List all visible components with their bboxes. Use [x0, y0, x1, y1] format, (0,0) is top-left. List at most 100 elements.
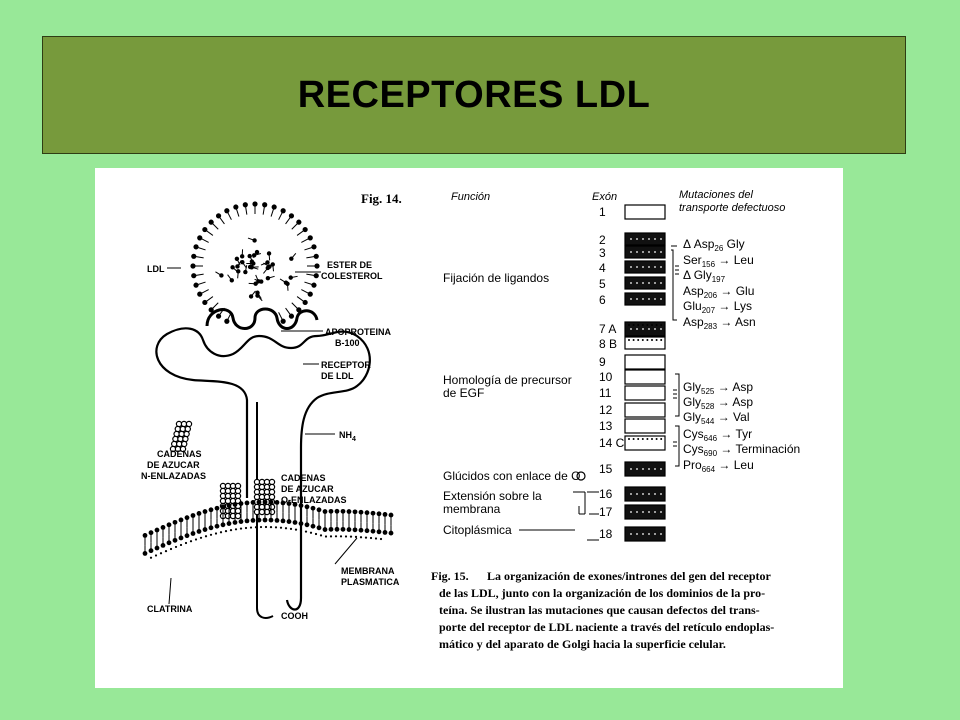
label-ester-1: ESTER DE — [327, 260, 372, 270]
mutation-entry: Cys646 → Tyr — [683, 427, 752, 443]
ester-molecule — [239, 254, 245, 259]
exon-number: 7 A — [599, 322, 616, 336]
sugar-unit — [234, 512, 242, 520]
exon-number: 8 B — [599, 337, 617, 351]
mutation-entry: Asp206 → Glu — [683, 284, 754, 300]
exon-box — [624, 486, 666, 502]
ldl-receptor-outline — [155, 327, 371, 611]
fn-homologia-2: de EGF — [443, 386, 484, 400]
receptor-inner-stem — [256, 402, 274, 619]
ldl-particle — [190, 201, 320, 324]
ester-molecule — [243, 269, 248, 275]
label-membrana-2: PLASMATICA — [341, 577, 400, 587]
header-mutaciones-2: transporte defectuoso — [679, 202, 785, 214]
sugar-unit — [185, 420, 193, 428]
fig15-caption-label: Fig. 15. — [431, 569, 469, 583]
exon-number: 16 — [599, 487, 613, 501]
exon-number: 9 — [599, 355, 606, 369]
label-apoprotein-1: APOPROTEINA — [325, 327, 392, 337]
exon-number: 1 — [599, 205, 606, 219]
header-funcion: Función — [451, 191, 490, 203]
sugar-unit — [184, 425, 192, 433]
exon-number: 13 — [599, 419, 613, 433]
apoprotein-b100 — [205, 307, 319, 330]
exon-box — [624, 260, 666, 274]
label-ldl: LDL — [147, 264, 165, 274]
lipid-head — [193, 282, 199, 288]
exon-number: 10 — [599, 370, 613, 384]
ester-molecule — [256, 279, 261, 284]
fig14-caption: Fig. 14. — [361, 191, 402, 206]
exon-box — [624, 232, 666, 246]
exon-box — [624, 354, 666, 370]
label-cad-o-2: DE AZUCAR — [281, 484, 334, 494]
sugar-unit — [180, 440, 188, 448]
exon-number: 4 — [599, 261, 606, 275]
ester-molecule — [265, 276, 271, 281]
exon-number: 5 — [599, 277, 606, 291]
plasma-membrane — [142, 499, 394, 559]
exon-box — [624, 435, 666, 451]
lipid-head — [233, 204, 239, 210]
header-mutaciones-1: Mutaciones del — [679, 189, 754, 201]
exon-box — [624, 276, 666, 290]
label-membrana-1: MEMBRANA — [341, 566, 395, 576]
exon-box — [624, 321, 666, 337]
lipid-head — [224, 208, 230, 214]
label-cad-o-1: CADENAS — [281, 473, 326, 483]
exon-number: 2 — [599, 233, 606, 247]
mutation-bracket-top — [671, 245, 679, 321]
exon-box — [624, 204, 666, 220]
exon-number: 3 — [599, 246, 606, 260]
fn-extension-2: membrana — [443, 502, 501, 516]
exon-box — [624, 418, 666, 434]
mutation-entry: Gly544 → Val — [683, 410, 749, 426]
exon-box — [624, 385, 666, 401]
exon-box — [624, 292, 666, 306]
label-ester-2: COLESTEROL — [321, 271, 383, 281]
exon-number: 14 C — [599, 436, 625, 450]
label-cad-n-2: DE AZUCAR — [147, 460, 200, 470]
label-receptor-1: RECEPTOR — [321, 360, 371, 370]
mutation-entry: Gly525 → Asp — [683, 380, 753, 396]
fn-citoplasmica: Citoplásmica — [443, 523, 512, 537]
label-cad-o-3: O-ENLAZADAS — [281, 495, 347, 505]
fn-fijacion: Fijación de ligandos — [443, 271, 549, 285]
lipid-head — [224, 318, 230, 324]
ester-molecule — [265, 260, 270, 265]
exon-number: 18 — [599, 527, 613, 541]
caption-line: mático y del aparato de Golgi hacia la s… — [439, 637, 726, 651]
mutation-entry: Ser156 → Leu — [683, 253, 754, 269]
mutation-entry: Glu207 → Lys — [683, 299, 752, 315]
mutation-entry: Gly528 → Asp — [683, 395, 753, 411]
mutation-entry: Pro664 → Leu — [683, 458, 754, 474]
label-cooh: COOH — [281, 611, 308, 621]
fig15-caption: La organización de exones/intrones del g… — [439, 569, 774, 651]
caption-line: teína. Se ilustran las mutaciones que ca… — [439, 603, 760, 617]
ester-molecule — [267, 264, 272, 269]
exon-box — [624, 245, 666, 259]
fn-extension-1: Extensión sobre la — [443, 489, 542, 503]
mutation-entry: Δ Gly197 — [683, 268, 726, 284]
label-receptor-2: DE LDL — [321, 371, 354, 381]
figure-svg: Fig. 14. LDL ESTER DE COLESTEROL APOPROT… — [141, 189, 800, 651]
label-nh4: NH4 — [339, 430, 356, 443]
label-apoprotein-2: B-100 — [335, 338, 360, 348]
caption-line: La organización de exones/intrones del g… — [487, 569, 772, 583]
label-clatrina: CLATRINA — [147, 604, 193, 614]
lipid-head — [193, 244, 199, 250]
ldl-receptor-figure: Fig. 14. LDL ESTER DE COLESTEROL APOPROT… — [95, 168, 843, 688]
lipid-head — [191, 253, 197, 259]
ester-molecule — [247, 264, 253, 270]
mutation-bracket-low — [673, 425, 680, 467]
fn-glucidos: Glúcidos con enlace de O — [443, 469, 580, 483]
exon-number: 12 — [599, 403, 613, 417]
slide-title: RECEPTORES LDL — [297, 73, 651, 116]
sugar-unit — [179, 445, 187, 453]
cholesterol-ester-core — [215, 237, 298, 302]
n-linked-sugar-chains — [169, 420, 193, 453]
exon-number: 17 — [599, 505, 613, 519]
exon-box — [624, 402, 666, 418]
exon-box — [624, 336, 666, 350]
